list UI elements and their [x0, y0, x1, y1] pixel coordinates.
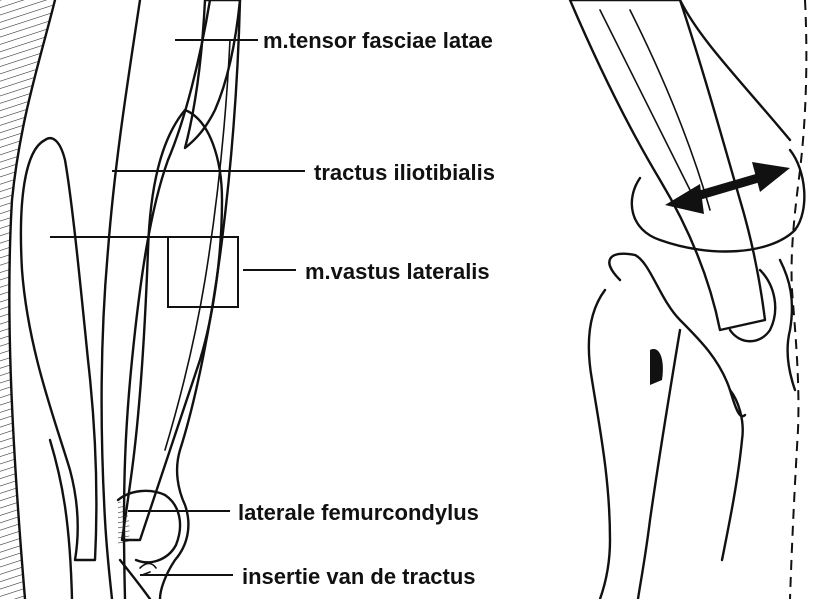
knee-thigh-upper-contour — [680, 0, 790, 140]
labels: m.tensor fasciae latae tractus iliotibia… — [238, 28, 495, 589]
tibia-dark-mark — [650, 349, 663, 385]
thigh-drawing — [0, 0, 255, 599]
biceps-femoris-muscle — [21, 138, 96, 560]
skin-solid-outline — [780, 260, 795, 390]
knee-drawing — [570, 0, 806, 599]
knee-thigh-muscle — [570, 0, 765, 330]
tibia-shaft-contour — [589, 290, 610, 599]
vastus-bracket-box — [168, 237, 238, 307]
label-tractus: tractus iliotibialis — [314, 160, 495, 185]
knee-lower-contour — [730, 270, 775, 341]
knee-condyle-outline — [632, 150, 805, 251]
label-insertie: insertie van de tractus — [242, 564, 476, 589]
insertion-mark — [140, 564, 156, 576]
tensor-fasciae-latae-muscle — [185, 0, 240, 148]
vastus-lateralis-muscle — [122, 110, 222, 540]
label-tensor: m.tensor fasciae latae — [263, 28, 493, 53]
label-condylus: laterale femurcondylus — [238, 500, 479, 525]
label-vastus: m.vastus lateralis — [305, 259, 490, 284]
lateral-thigh-contour — [160, 0, 240, 599]
double-headed-arrow-icon — [665, 162, 790, 214]
tibial-tuberosity-contour — [609, 254, 745, 417]
